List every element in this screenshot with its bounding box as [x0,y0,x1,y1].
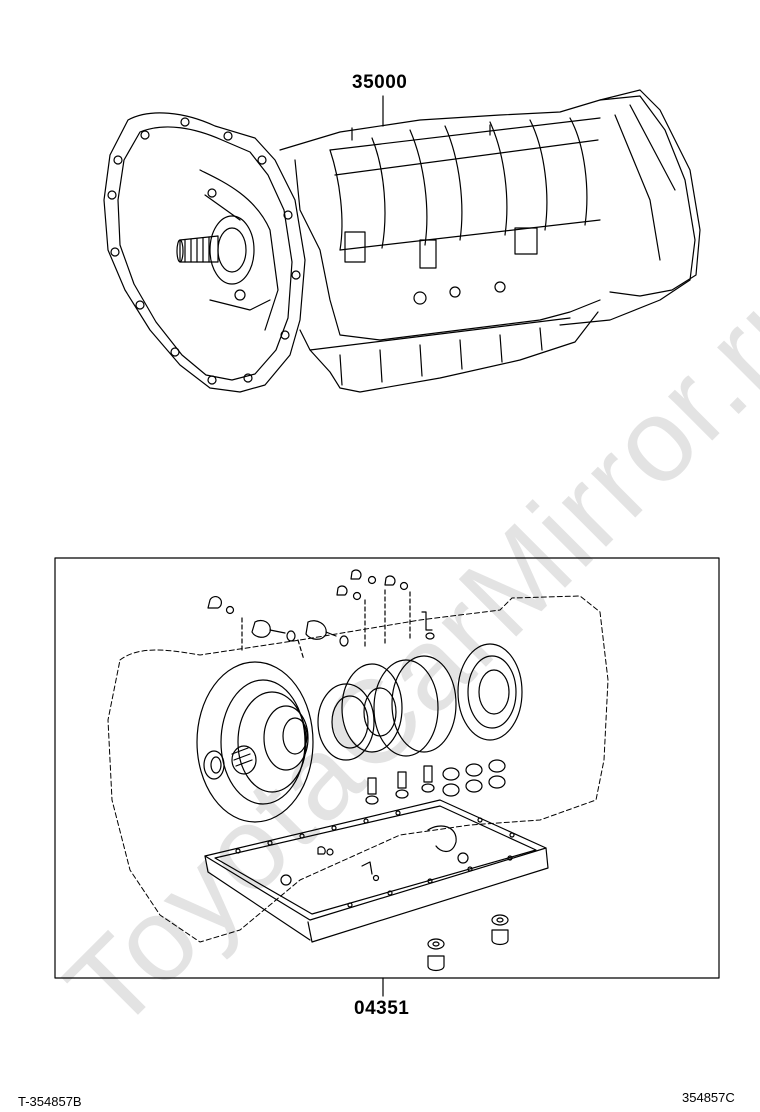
inner-housing-curve [199,169,279,331]
housing-bolt [234,289,246,301]
extension-housing [599,89,701,297]
kit-frame-box [54,557,720,979]
small-o-rings[interactable] [442,759,506,797]
part-number-04351[interactable]: 04351 [354,998,410,1019]
transmission-case-body [294,159,601,341]
oil-pan-gasket[interactable] [204,799,549,943]
plug-set-right[interactable] [336,569,435,649]
bell-housing-flange [103,112,306,393]
clutch-piston-seals[interactable] [196,661,314,823]
transmission-assembly-drawing[interactable] [103,89,701,393]
drain-plugs[interactable] [427,914,509,972]
case-ribs [329,117,601,251]
plug-set-left[interactable] [207,596,349,661]
part-number-35000[interactable]: 35000 [352,72,408,93]
housing-bolt [207,188,217,198]
footer-left-code: T-354857B [18,1094,82,1109]
input-shaft [176,215,255,285]
flange-bolt-holes [107,117,301,385]
bell-housing-inner-rim [117,126,293,381]
footer-right-code: 354857C [682,1090,735,1105]
oil-pan-ribs [339,327,543,386]
transmission-case-top [279,95,696,326]
reverse-clutch-seals[interactable] [317,643,523,761]
transmission-ghost-outline [107,595,609,943]
valve-body-details [344,124,538,305]
valve-plugs[interactable] [365,765,435,805]
oil-pan [299,311,599,393]
